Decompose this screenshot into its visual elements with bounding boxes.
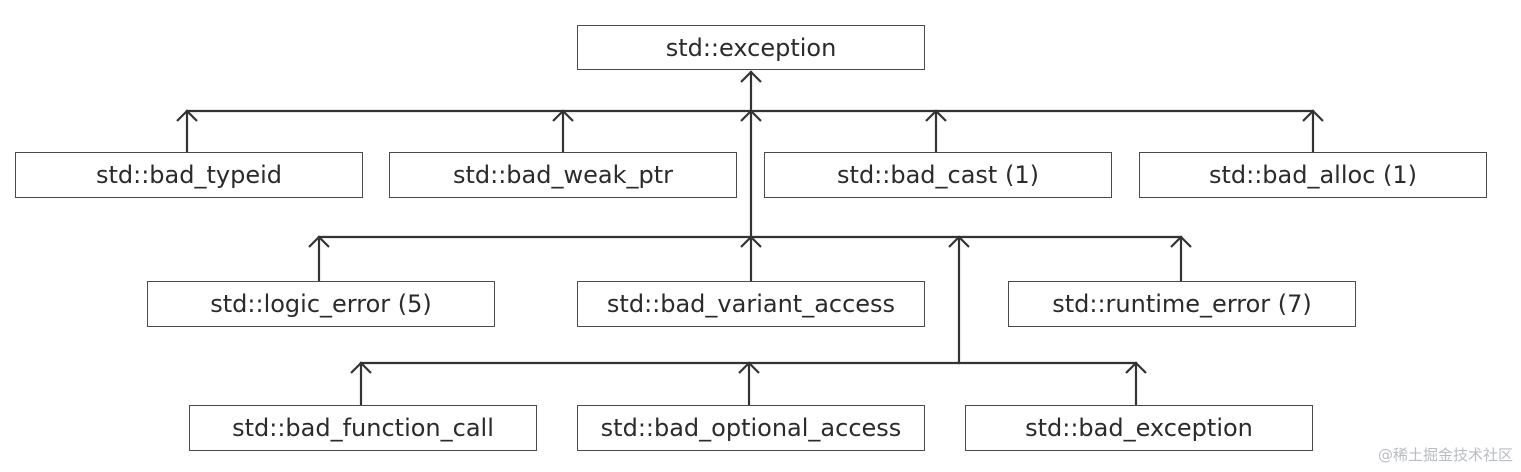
node-bad-exception: std::bad_exception — [965, 405, 1313, 451]
arrowhead-bad-exception — [1125, 361, 1147, 374]
arrowhead-bad-alloc — [1302, 109, 1324, 122]
arrowhead-tier1-trunk — [740, 109, 762, 122]
arrowhead-tier3-trunk — [948, 235, 970, 248]
node-std-exception: std::exception — [577, 25, 925, 70]
node-bad-typeid: std::bad_typeid — [15, 152, 363, 198]
arrowhead-bad-variant-access — [740, 235, 762, 248]
arrowhead-bad-weak-ptr — [552, 109, 574, 122]
node-logic-error: std::logic_error (5) — [147, 281, 495, 327]
node-bad-function-call: std::bad_function_call — [189, 405, 537, 451]
node-bad-variant-access: std::bad_variant_access — [577, 281, 925, 327]
watermark: @稀土掘金技术社区 — [1377, 446, 1513, 464]
arrowhead-bad-function-call — [350, 361, 372, 374]
arrowhead-bad-cast — [925, 109, 947, 122]
node-bad-optional-access: std::bad_optional_access — [577, 405, 925, 451]
arrowhead-runtime-error — [1170, 235, 1192, 248]
node-bad-alloc: std::bad_alloc (1) — [1139, 152, 1487, 198]
node-bad-cast: std::bad_cast (1) — [764, 152, 1112, 198]
arrowhead-logic-error — [308, 235, 330, 248]
node-bad-weak-ptr: std::bad_weak_ptr — [389, 152, 737, 198]
arrowhead-bad-typeid — [176, 109, 198, 122]
arrowhead-exception — [740, 70, 762, 83]
node-runtime-error: std::runtime_error (7) — [1008, 281, 1356, 327]
arrowhead-bad-optional-access — [738, 361, 760, 374]
